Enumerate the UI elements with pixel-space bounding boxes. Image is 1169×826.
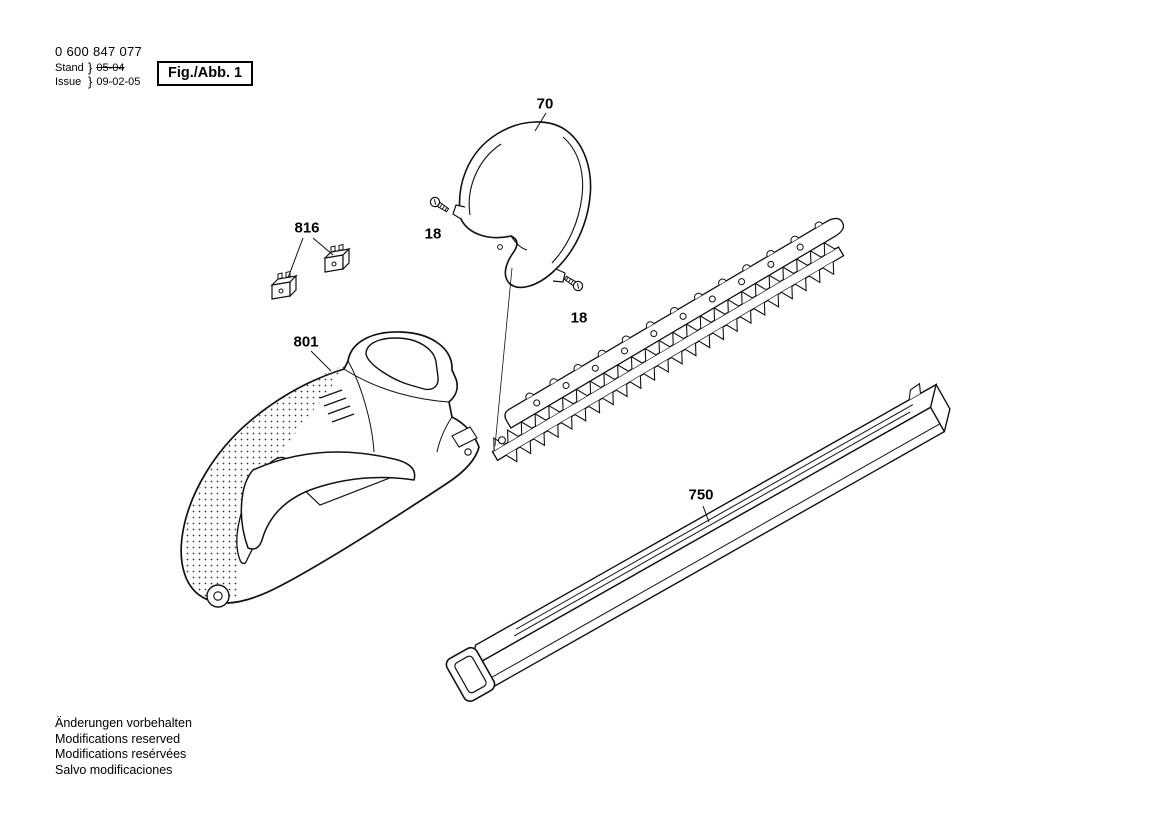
leader-816-right	[312, 237, 334, 256]
screw-18-bottom	[563, 275, 584, 292]
support-rail-rivets	[533, 243, 804, 407]
leader-70	[534, 112, 547, 132]
issue-brace: }	[88, 74, 93, 89]
top-handle-cutout	[365, 337, 439, 391]
hand-guard-screw-hole	[497, 244, 503, 250]
support-rail-bumps	[525, 221, 823, 400]
housing-top-seam	[343, 368, 450, 403]
guard-rail-opening-inner	[454, 655, 487, 694]
callout-816: 816	[294, 219, 320, 237]
screw-18-top	[429, 196, 450, 213]
nose-bolt	[464, 448, 472, 456]
callout-18-bottom: 18	[570, 309, 588, 327]
hand-guard-inner-edge-left	[468, 143, 502, 216]
housing-seam-handle	[347, 360, 375, 453]
callout-70: 70	[536, 95, 554, 113]
support-rail-body	[504, 217, 845, 429]
hand-guard-outline	[458, 121, 592, 289]
blade-assembly	[491, 217, 845, 463]
issue-row: Issue } 09-02-05	[55, 75, 140, 89]
hand-guard-notch	[510, 235, 528, 251]
hand-guard-tab-left	[452, 204, 466, 220]
blade-mount-bolt	[497, 436, 507, 445]
hand-guard-inner-edge-right	[551, 136, 584, 264]
leader-801	[310, 350, 332, 372]
vent-slots	[319, 389, 355, 423]
blade-teeth-bottom	[505, 261, 835, 463]
issue-label: Issue	[55, 76, 82, 88]
leader-lines	[287, 112, 710, 523]
stand-brace: }	[88, 60, 93, 75]
figure-label: Fig./Abb. 1	[157, 61, 254, 86]
guard-assembly-line	[494, 267, 513, 447]
stand-row: Stand } 05-04	[55, 61, 140, 75]
footer-line-es: Salvo modificaciones	[55, 762, 173, 777]
guard-rail-side-ridge	[479, 423, 941, 685]
callout-750: 750	[688, 486, 714, 504]
housing-seam-front	[436, 416, 453, 453]
stand-value: 05-04	[96, 62, 125, 74]
callout-801: 801	[293, 333, 319, 351]
switch-part-right	[323, 243, 351, 273]
hand-guard-tab-right	[552, 268, 566, 283]
leader-750	[702, 505, 710, 523]
nose-mount-plate	[451, 426, 478, 448]
guard-rail-top-slot	[513, 404, 914, 637]
support-wheel	[206, 584, 230, 608]
footer-line-de: Änderungen vorbehalten	[55, 716, 192, 730]
guard-rail-end-tab	[908, 382, 921, 400]
revision-block: Stand } 05-04 Issue } 09-02-05	[55, 61, 140, 89]
hand-guard	[452, 121, 592, 289]
housing	[180, 331, 480, 608]
leader-816-left	[287, 237, 304, 279]
footer-notes: Änderungen vorbehalten Modifications res…	[55, 716, 192, 778]
footer-line-fr: Modifications resérvées	[55, 747, 187, 761]
callout-18-top: 18	[424, 225, 442, 243]
bale-handle	[240, 451, 416, 550]
switch-part-left	[270, 270, 298, 300]
guard-rail-end-cap	[935, 384, 951, 432]
blade-support-rail	[504, 217, 845, 429]
stand-label: Stand	[55, 62, 84, 74]
issue-value: 09-02-05	[96, 76, 141, 88]
footer-line-en: Modifications reserved	[55, 731, 181, 746]
document-part-number: 0 600 847 077	[55, 44, 143, 59]
blade-guard-rail	[445, 382, 951, 702]
